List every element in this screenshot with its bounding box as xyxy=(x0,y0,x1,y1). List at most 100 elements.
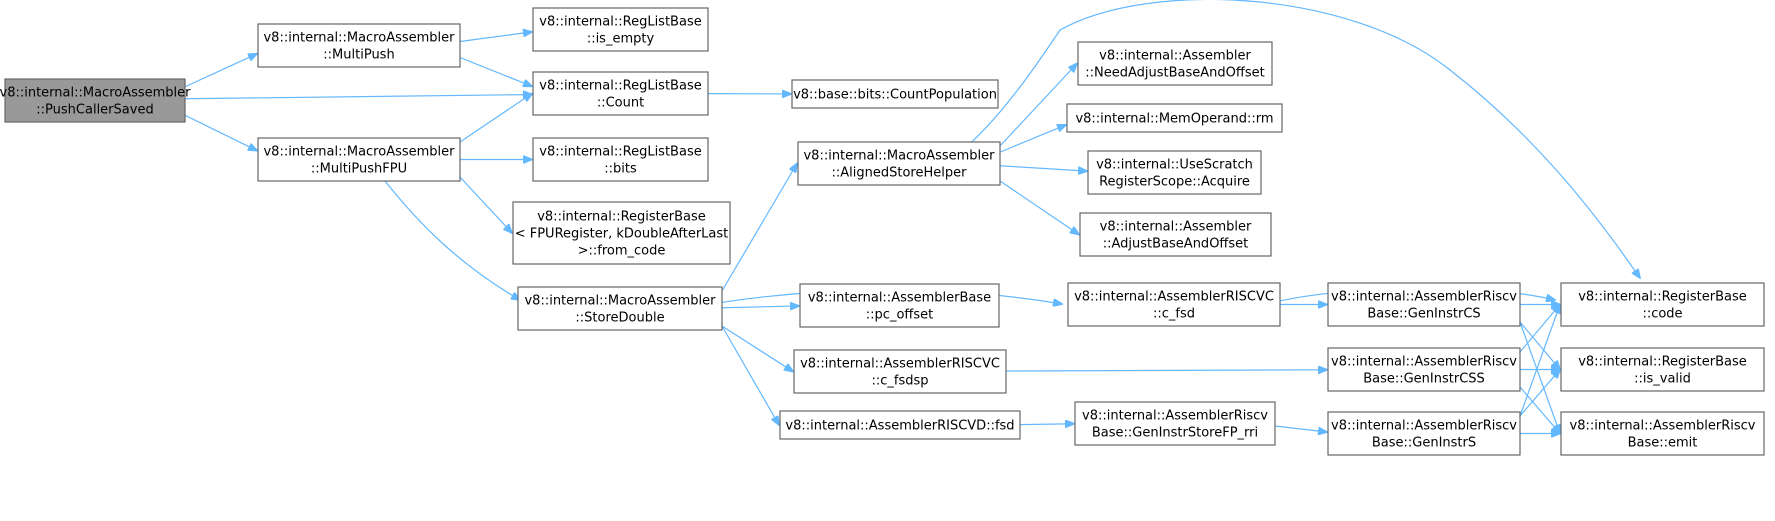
node-label-line: ::is_empty xyxy=(587,32,655,47)
node-box xyxy=(1560,347,1765,392)
node-is-empty[interactable]: v8::internal::RegListBase::is_empty xyxy=(532,7,709,52)
node-label-line: v8::internal::AssemblerRISCVC xyxy=(1074,290,1274,305)
node-label-line: ::AlignedStoreHelper xyxy=(832,166,968,181)
edge-aligned_store_helper-to-need_adjust xyxy=(999,64,1077,147)
edge-multi_push-to-is_empty xyxy=(459,32,532,43)
node-gen-css[interactable]: v8::internal::AssemblerRiscvBase::GenIns… xyxy=(1327,347,1521,392)
node-label-line: v8::base::bits::CountPopulation xyxy=(793,88,997,103)
node-label-line: Base::GenInstrCSS xyxy=(1363,372,1485,387)
node-gen-s[interactable]: v8::internal::AssemblerRiscvBase::GenIns… xyxy=(1327,411,1521,456)
edge-push_caller_saved-to-multi_push_fpu xyxy=(184,114,257,150)
edge-gen_cs-to-emit xyxy=(1519,321,1560,434)
node-label-line: v8::internal::RegisterBase xyxy=(1578,355,1747,370)
node-label-line: < FPURegister, kDoubleAfterLast xyxy=(515,227,729,242)
node-label-line: v8::internal::RegListBase xyxy=(539,145,701,160)
node-need-adjust[interactable]: v8::internal::Assembler::NeedAdjustBaseA… xyxy=(1077,41,1273,86)
node-box xyxy=(1560,411,1765,456)
node-box xyxy=(1327,411,1521,456)
node-label-line: ::c_fsdsp xyxy=(871,374,928,389)
node-label-line: v8::internal::UseScratch xyxy=(1096,158,1253,173)
edge-c_fsdsp-to-gen_css xyxy=(1005,370,1327,371)
node-label-line: v8::internal::AssemblerRiscv xyxy=(1331,290,1517,305)
edge-layer xyxy=(184,0,1640,434)
node-label-line: >::from_code xyxy=(578,244,666,259)
edge-aligned_store_helper-to-mem_operand_rm xyxy=(999,125,1066,153)
node-multi-push-fpu[interactable]: v8::internal::MacroAssembler::MultiPushF… xyxy=(257,137,461,182)
node-mem-operand-rm[interactable]: v8::internal::MemOperand::rm xyxy=(1066,103,1283,133)
node-is-valid[interactable]: v8::internal::RegisterBase::is_valid xyxy=(1560,347,1765,392)
node-label-line: v8::internal::MemOperand::rm xyxy=(1075,112,1273,127)
edge-multi_push_fpu-to-from_code xyxy=(459,176,512,233)
edge-aligned_store_helper-to-scratch_acquire xyxy=(999,165,1087,171)
node-gen-cs[interactable]: v8::internal::AssemblerRiscvBase::GenIns… xyxy=(1327,282,1521,327)
edge-multi_push_fpu-to-store_double xyxy=(384,180,520,300)
node-box xyxy=(532,71,709,116)
node-box xyxy=(517,286,723,331)
edge-store_double-to-pc_offset xyxy=(721,306,799,308)
edge-aligned_store_helper-to-code xyxy=(959,0,1640,278)
node-label-line: Base::GenInstrS xyxy=(1372,436,1476,451)
edge-gen_css-to-emit xyxy=(1519,386,1560,434)
node-box xyxy=(793,349,1007,394)
node-label-line: v8::internal::AssemblerRiscv xyxy=(1331,419,1517,434)
node-label-line: v8::internal::AssemblerRiscv xyxy=(1331,355,1517,370)
node-c-fsdsp[interactable]: v8::internal::AssemblerRISCVC::c_fsdsp xyxy=(793,349,1007,394)
node-label-line: ::bits xyxy=(604,162,637,177)
node-label-line: v8::internal::Assembler xyxy=(1099,49,1251,64)
edge-multi_push_fpu-to-count xyxy=(459,94,532,143)
node-count-population[interactable]: v8::base::bits::CountPopulation xyxy=(791,79,999,109)
node-label-line: v8::internal::AssemblerRiscv xyxy=(1570,419,1756,434)
node-label-line: ::NeedAdjustBaseAndOffset xyxy=(1085,66,1264,81)
edge-gen_store_fp-to-gen_s xyxy=(1274,425,1327,432)
node-label-line: v8::internal::AssemblerRISCVC xyxy=(800,357,1000,372)
node-label-line: v8::internal::AssemblerBase xyxy=(808,291,991,306)
edge-gen_cs-to-is_valid xyxy=(1519,321,1560,370)
node-label-line: v8::internal::MacroAssembler xyxy=(803,149,995,164)
node-box xyxy=(1074,401,1276,446)
node-box xyxy=(1066,103,1283,133)
node-aligned-store-helper[interactable]: v8::internal::MacroAssembler::AlignedSto… xyxy=(797,141,1001,186)
node-label-line: v8::internal::MacroAssembler xyxy=(263,31,455,46)
node-pc-offset[interactable]: v8::internal::AssemblerBase::pc_offset xyxy=(799,283,1000,328)
edge-aligned_store_helper-to-adjust_base xyxy=(999,180,1079,235)
node-store-double[interactable]: v8::internal::MacroAssembler::StoreDoubl… xyxy=(517,286,723,331)
node-label-line: Base::emit xyxy=(1628,436,1698,451)
node-label-line: ::AdjustBaseAndOffset xyxy=(1103,237,1249,252)
node-bits[interactable]: v8::internal::RegListBase::bits xyxy=(532,137,709,182)
node-count[interactable]: v8::internal::RegListBase::Count xyxy=(532,71,709,116)
node-label-line: ::MultiPushFPU xyxy=(311,162,407,177)
node-push-caller-saved[interactable]: v8::internal::MacroAssembler::PushCaller… xyxy=(0,78,191,123)
node-box xyxy=(797,141,1001,186)
node-label-line: Base::GenInstrCS xyxy=(1367,307,1480,322)
node-c-fsd[interactable]: v8::internal::AssemblerRISCVC::c_fsd xyxy=(1067,282,1281,327)
node-label-line: ::MultiPush xyxy=(323,48,394,63)
node-label-line: v8::internal::Assembler xyxy=(1100,220,1252,235)
node-label-line: v8::internal::MacroAssembler xyxy=(0,86,191,101)
node-code[interactable]: v8::internal::RegisterBase::code xyxy=(1560,282,1765,327)
node-box xyxy=(1079,212,1272,257)
edge-push_caller_saved-to-multi_push xyxy=(184,54,257,88)
edge-gen_s-to-is_valid xyxy=(1519,370,1560,417)
node-label-line: ::is_valid xyxy=(1634,372,1691,387)
node-label-line: ::StoreDouble xyxy=(575,311,664,326)
node-scratch-acquire[interactable]: v8::internal::UseScratchRegisterScope::A… xyxy=(1087,150,1262,195)
node-fsd[interactable]: v8::internal::AssemblerRISCVD::fsd xyxy=(779,410,1021,440)
node-label-line: v8::internal::RegisterBase xyxy=(1578,290,1747,305)
node-gen-store-fp[interactable]: v8::internal::AssemblerRiscvBase::GenIns… xyxy=(1074,401,1276,446)
node-multi-push[interactable]: v8::internal::MacroAssembler::MultiPush xyxy=(257,23,461,68)
edge-multi_push-to-count xyxy=(459,56,532,87)
node-box xyxy=(4,78,186,123)
node-label-line: v8::internal::RegListBase xyxy=(539,79,701,94)
node-box xyxy=(512,201,731,265)
node-box xyxy=(532,137,709,182)
node-label-line: ::code xyxy=(1642,307,1682,322)
node-box xyxy=(257,23,461,68)
node-adjust-base[interactable]: v8::internal::Assembler::AdjustBaseAndOf… xyxy=(1079,212,1272,257)
node-label-line: v8::internal::MacroAssembler xyxy=(263,145,455,160)
node-box xyxy=(1560,282,1765,327)
edge-store_double-to-aligned_store_helper xyxy=(721,164,797,292)
node-box xyxy=(532,7,709,52)
edge-push_caller_saved-to-count xyxy=(184,95,532,100)
node-from-code[interactable]: v8::internal::RegisterBase< FPURegister,… xyxy=(512,201,731,265)
